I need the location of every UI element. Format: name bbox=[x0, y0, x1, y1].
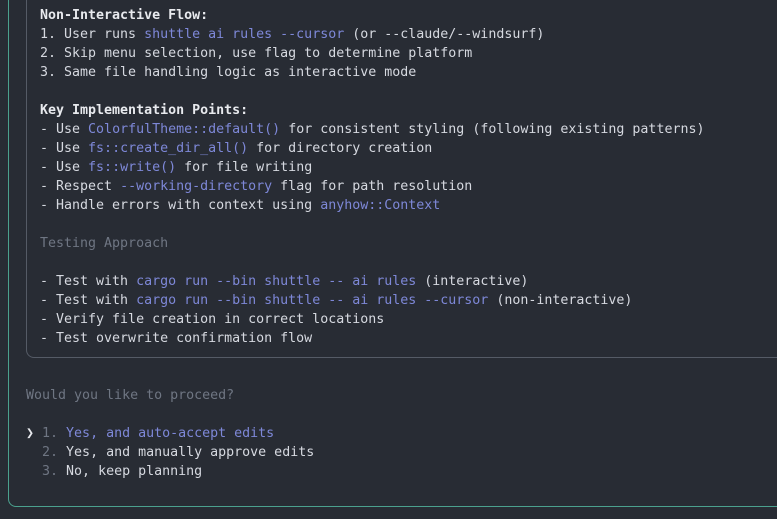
text-segment: - Handle errors with context using bbox=[40, 198, 321, 213]
text-segment: cargo run --bin shuttle -- ai rules --cu… bbox=[136, 293, 489, 308]
text-segment: - Test with bbox=[40, 293, 137, 308]
plan-line-17: - Test overwrite confirmation flow bbox=[40, 329, 704, 348]
text-segment: Testing Approach bbox=[40, 236, 169, 251]
text-segment: shuttle ai rules --cursor bbox=[144, 27, 345, 42]
plan-line-10: - Handle errors with context using anyho… bbox=[40, 196, 704, 215]
option-number: 3. bbox=[42, 464, 67, 479]
menu-option-3[interactable]: 3. No, keep planning bbox=[26, 462, 314, 481]
text-segment: cargo run --bin shuttle -- ai rules bbox=[136, 274, 417, 289]
text-segment: Key Implementation Points: bbox=[40, 103, 249, 118]
text-segment: fs::create_dir_all() bbox=[88, 141, 249, 156]
text-segment: --working-directory bbox=[120, 179, 273, 194]
plan-line-5: Key Implementation Points: bbox=[40, 101, 704, 120]
text-segment: (non-interactive) bbox=[488, 293, 633, 308]
text-segment: for directory creation bbox=[248, 141, 433, 156]
text-segment: - Test overwrite confirmation flow bbox=[40, 331, 313, 346]
plan-line-16: - Verify file creation in correct locati… bbox=[40, 310, 704, 329]
plan-text: Non-Interactive Flow: 1. User runs shuttl… bbox=[40, 6, 704, 348]
option-label: Yes, and auto-accept edits bbox=[66, 426, 275, 441]
selection-pointer-icon: ❯ bbox=[26, 426, 43, 441]
text-segment: - Use bbox=[40, 141, 89, 156]
text-segment: - Use bbox=[40, 122, 89, 137]
text-segment: (or --claude/--windsurf) bbox=[344, 27, 545, 42]
plan-line-11 bbox=[40, 215, 704, 234]
plan-line-14: - Test with cargo run --bin shuttle -- a… bbox=[40, 272, 704, 291]
plan-line-3: 3. Same file handling logic as interacti… bbox=[40, 63, 704, 82]
plan-line-2: 2. Skip menu selection, use flag to dete… bbox=[40, 44, 704, 63]
plan-line-9: - Respect --working-directory flag for p… bbox=[40, 177, 704, 196]
text-segment: fs::write() bbox=[88, 160, 177, 175]
text-segment: flag for path resolution bbox=[272, 179, 473, 194]
text-segment: (interactive) bbox=[416, 274, 529, 289]
text-segment: 1. User runs bbox=[40, 27, 145, 42]
text-segment: - Respect bbox=[40, 179, 121, 194]
plan-line-12: Testing Approach bbox=[40, 234, 704, 253]
menu-option-1[interactable]: ❯ 1. Yes, and auto-accept edits bbox=[26, 424, 314, 443]
plan-line-1: 1. User runs shuttle ai rules --cursor (… bbox=[40, 25, 704, 44]
selection-pointer-placeholder bbox=[26, 445, 42, 460]
plan-line-8: - Use fs::write() for file writing bbox=[40, 158, 704, 177]
option-label: No, keep planning bbox=[66, 464, 203, 479]
text-segment: ColorfulTheme::default() bbox=[88, 122, 281, 137]
text-segment: 3. Same file handling logic as interacti… bbox=[40, 65, 417, 80]
menu-option-2[interactable]: 2. Yes, and manually approve edits bbox=[26, 443, 314, 462]
selection-pointer-placeholder bbox=[26, 464, 42, 479]
text-segment: Non-Interactive Flow: bbox=[40, 8, 209, 23]
plan-line-7: - Use fs::create_dir_all() for directory… bbox=[40, 139, 704, 158]
plan-line-13 bbox=[40, 253, 704, 272]
option-number: 2. bbox=[42, 445, 67, 460]
plan-line-15: - Test with cargo run --bin shuttle -- a… bbox=[40, 291, 704, 310]
text-segment: for consistent styling (following existi… bbox=[280, 122, 705, 137]
plan-line-6: - Use ColorfulTheme::default() for consi… bbox=[40, 120, 704, 139]
option-label: Yes, and manually approve edits bbox=[66, 445, 315, 460]
text-segment: - Verify file creation in correct locati… bbox=[40, 312, 385, 327]
text-segment: for file writing bbox=[176, 160, 313, 175]
proceed-question: Would you like to proceed? bbox=[26, 388, 235, 403]
text-segment: anyhow::Context bbox=[320, 198, 441, 213]
plan-line-0: Non-Interactive Flow: bbox=[40, 6, 704, 25]
text-segment: - Use bbox=[40, 160, 89, 175]
option-number: 1. bbox=[42, 426, 67, 441]
plan-line-4 bbox=[40, 82, 704, 101]
text-segment: - Test with bbox=[40, 274, 137, 289]
text-segment: 2. Skip menu selection, use flag to dete… bbox=[40, 46, 473, 61]
proceed-menu: ❯ 1. Yes, and auto-accept edits 2. Yes, … bbox=[26, 424, 314, 481]
